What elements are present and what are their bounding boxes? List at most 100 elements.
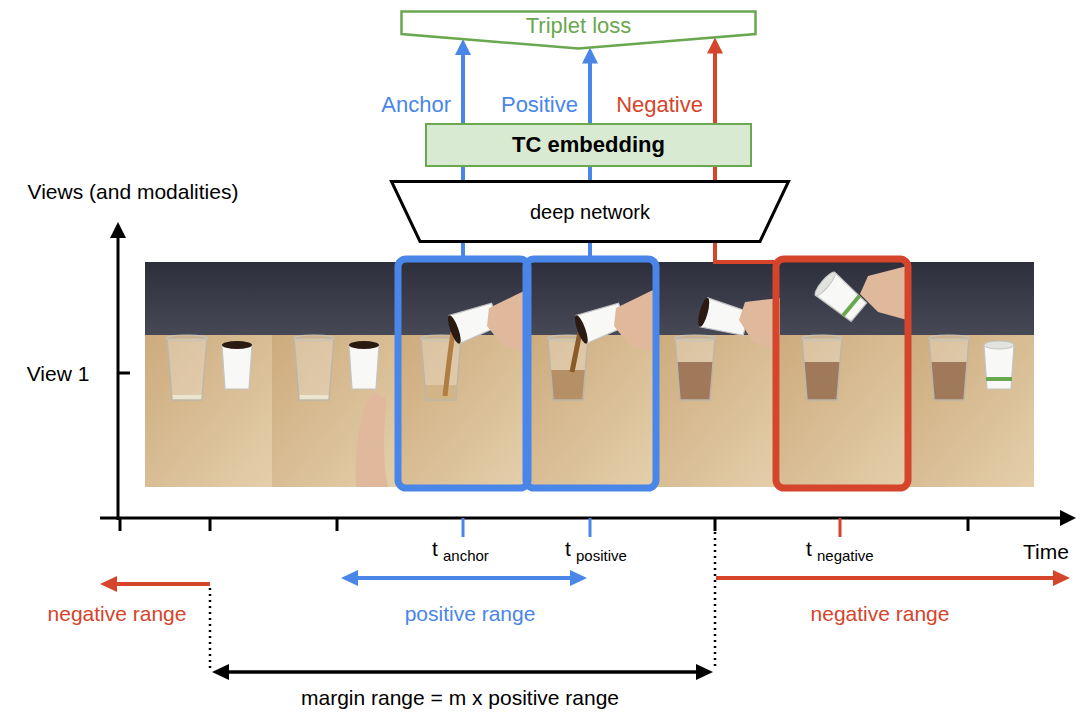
hand xyxy=(860,266,907,320)
positive-tick xyxy=(589,518,592,537)
photo-background xyxy=(145,262,272,487)
video-frame xyxy=(780,262,907,487)
axis-arrowhead xyxy=(110,222,126,238)
connector xyxy=(588,167,592,180)
range-label: positive range xyxy=(405,601,536,626)
axis-tick xyxy=(967,518,970,531)
axis-title: Time xyxy=(1023,539,1069,564)
cup xyxy=(984,341,1014,389)
margin-arrowhead xyxy=(212,664,229,680)
axis-tick xyxy=(118,372,130,375)
edge-group xyxy=(463,167,464,180)
axis-tick xyxy=(209,518,212,531)
hand xyxy=(356,392,388,487)
positive-frame xyxy=(526,259,656,488)
loss-box: Triplet loss xyxy=(400,10,757,50)
connector xyxy=(588,63,592,123)
glass xyxy=(929,335,969,400)
anchor-tick xyxy=(462,518,465,537)
negative-tick xyxy=(839,518,842,537)
arrowhead xyxy=(582,48,598,64)
time-symbol: t xyxy=(806,536,812,561)
photo-background xyxy=(399,262,526,487)
time-subscript: positive xyxy=(576,547,627,565)
view-axis xyxy=(117,236,120,520)
arrowhead xyxy=(707,37,723,53)
axis-tick xyxy=(714,518,717,531)
range-arrowhead xyxy=(100,576,117,592)
axis-tick xyxy=(336,518,339,531)
time-axis xyxy=(100,517,1062,520)
edge-label: Anchor xyxy=(381,92,451,118)
embedding-box: TC embedding xyxy=(425,123,752,167)
time-subscript: negative xyxy=(817,547,874,565)
arrowhead xyxy=(455,39,471,55)
node-shape xyxy=(392,182,789,242)
margin-arrow xyxy=(227,670,698,674)
node-shape xyxy=(426,124,751,166)
anchor-frame xyxy=(398,259,528,488)
photo-background xyxy=(653,262,780,487)
edge-label: Positive xyxy=(501,92,578,118)
edge-group xyxy=(455,39,471,123)
node-label: TC embedding xyxy=(512,132,665,158)
video-frame xyxy=(526,262,653,487)
video-frame xyxy=(145,262,272,487)
range-arrowhead xyxy=(570,570,587,586)
hand xyxy=(614,290,653,352)
photo-background xyxy=(272,262,399,487)
node-shape xyxy=(402,12,756,49)
edge-group xyxy=(590,167,591,180)
edge-group xyxy=(707,37,723,123)
glass xyxy=(802,335,842,400)
node-label: Triplet loss xyxy=(526,13,632,39)
range-arrow xyxy=(356,576,572,580)
edge-group xyxy=(582,48,598,123)
pour-stream xyxy=(445,332,453,396)
margin-arrowhead xyxy=(696,664,713,680)
time-subscript: anchor xyxy=(443,547,489,565)
connector xyxy=(713,167,717,180)
margin-guide xyxy=(209,588,212,668)
glass xyxy=(294,335,334,400)
pour-stream xyxy=(572,332,580,372)
time-symbol: t xyxy=(565,536,571,561)
network-trapezoid: deep network xyxy=(390,180,790,243)
tick-label: View 1 xyxy=(27,361,90,386)
axis-arrowhead xyxy=(1060,510,1076,526)
photo-background xyxy=(526,262,653,487)
time-symbol: t xyxy=(432,536,438,561)
cup xyxy=(222,341,252,389)
cup xyxy=(812,270,868,324)
range-label: margin range = m x positive range xyxy=(301,685,619,710)
hand xyxy=(487,290,526,352)
connector xyxy=(461,167,465,180)
node-label: deep network xyxy=(530,199,650,225)
glass xyxy=(675,335,715,400)
range-arrow xyxy=(716,576,1055,580)
cup xyxy=(349,341,379,389)
negative-frame xyxy=(776,259,908,488)
video-frame xyxy=(272,262,399,487)
connector xyxy=(461,54,465,123)
edge-group xyxy=(715,167,716,180)
photo-background xyxy=(780,262,907,487)
video-frame xyxy=(653,262,780,487)
axis-title: Views (and modalities) xyxy=(28,179,239,204)
range-label: negative range xyxy=(48,601,187,626)
photo-background xyxy=(907,262,1034,487)
glass xyxy=(167,335,207,400)
axis-tick xyxy=(119,518,122,531)
video-frame xyxy=(907,262,1034,487)
range-arrow xyxy=(116,582,210,586)
video-frame xyxy=(399,262,526,487)
glass xyxy=(421,335,461,400)
edge-label: Negative xyxy=(616,92,703,118)
range-label: negative range xyxy=(811,601,950,626)
connector xyxy=(713,52,717,123)
margin-guide xyxy=(714,532,717,668)
glass xyxy=(548,335,588,400)
range-arrowhead xyxy=(1053,570,1070,586)
range-arrowhead xyxy=(341,570,358,586)
